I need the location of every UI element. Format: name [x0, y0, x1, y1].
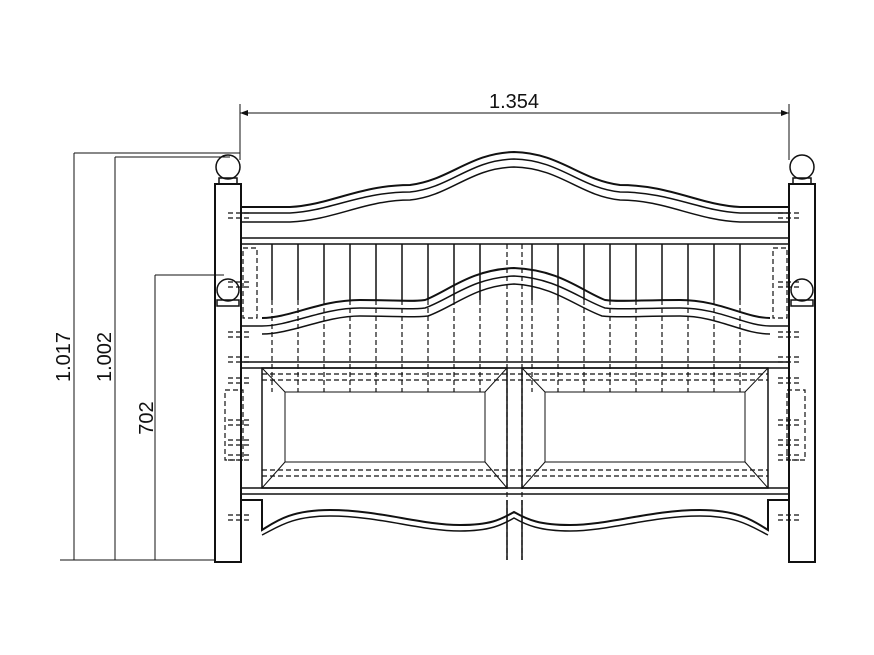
width-label: 1.354	[489, 91, 539, 113]
center-post	[506, 244, 523, 560]
seat-height-label: 702	[136, 401, 158, 434]
middle-wave-rail	[241, 266, 789, 335]
bottom-skirt	[241, 499, 789, 536]
headboard-top-rail	[241, 150, 789, 245]
overall-height-dimension: 1.017	[53, 152, 240, 561]
width-dimension: 1.354	[239, 91, 790, 160]
seat-height-dimension: 702	[136, 274, 224, 560]
hidden-hardware	[228, 212, 800, 521]
frame-height-label: 1.002	[94, 332, 116, 382]
lower-frame	[241, 361, 789, 495]
frame-height-dimension: 1.002	[94, 156, 230, 560]
left-post	[214, 154, 242, 563]
overall-height-label: 1.017	[53, 332, 75, 382]
side-brackets	[224, 247, 806, 461]
spindles	[271, 244, 741, 392]
right-post	[788, 154, 816, 563]
